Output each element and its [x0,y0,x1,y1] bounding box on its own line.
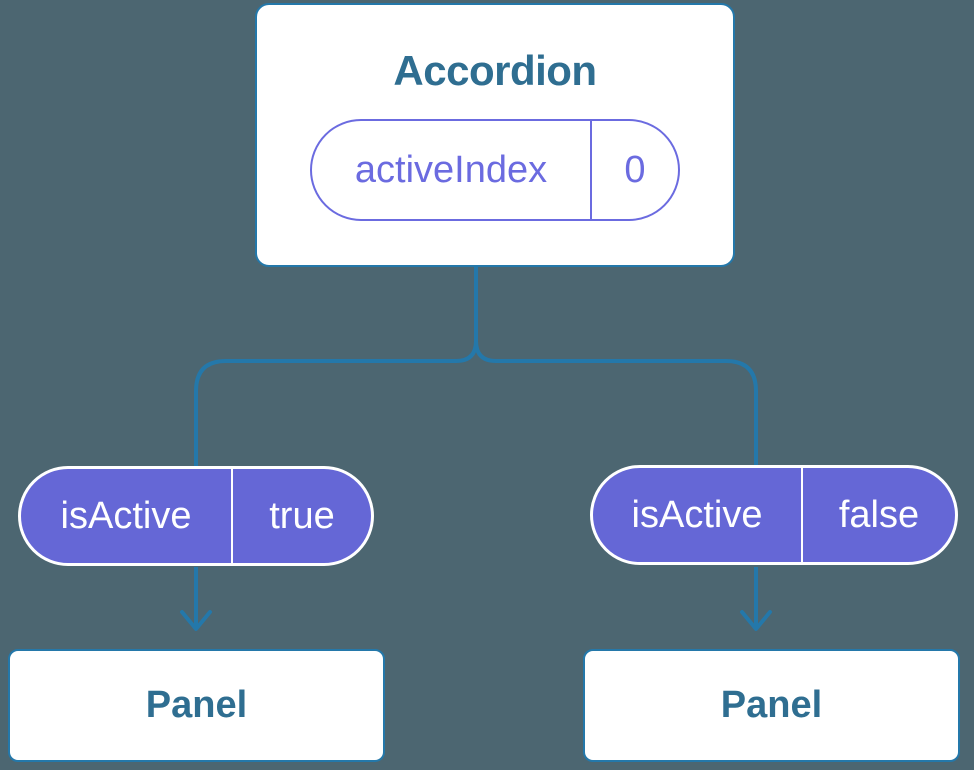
prop-pill-left: isActive true [18,466,374,566]
state-pill: activeIndex 0 [310,119,680,221]
branch-right-connector [474,266,758,466]
panel-node-left: Panel [8,649,385,762]
arrow-left-head-icon [180,610,212,631]
prop-value-left: true [231,469,371,563]
panel-node-right: Panel [583,649,960,762]
state-name: activeIndex [354,148,548,191]
prop-name-left: isActive [60,494,192,537]
prop-name-right: isActive [631,493,763,536]
state-value: 0 [590,121,678,219]
panel-title-right: Panel [720,684,823,726]
component-title: Accordion [393,47,597,94]
prop-pill-right: isActive false [590,465,958,565]
prop-value-right: false [801,468,955,562]
arrow-right-head-icon [740,610,772,631]
panel-title-left: Panel [145,684,248,726]
branch-left-connector [194,266,478,466]
accordion-component-node: Accordion activeIndex 0 [255,3,735,267]
